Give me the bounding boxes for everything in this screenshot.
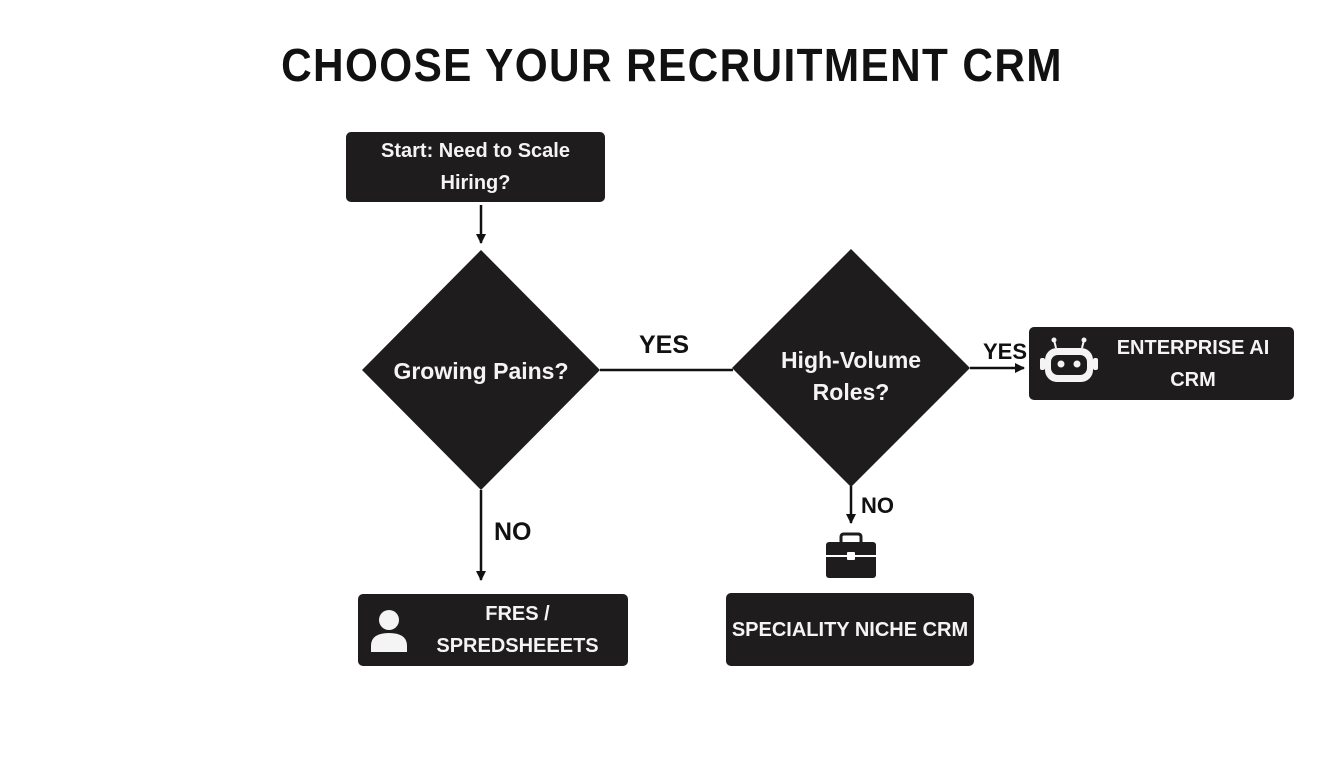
free-node-label: FRES / SPREDSHEEETS xyxy=(436,603,599,657)
no-label-growing: NO xyxy=(494,518,532,546)
diagram-title: CHOOSE YOUR RECRUITMENT CRM xyxy=(281,39,1063,91)
enterprise-node-label: ENTERPRISE AI CRM xyxy=(1116,336,1270,391)
start-node-label: Start: Need to Scale Hiring? xyxy=(381,140,570,194)
high-volume-label: High-Volume Roles? xyxy=(780,347,922,405)
free-node xyxy=(358,594,628,666)
niche-node xyxy=(726,593,974,666)
start-node xyxy=(346,132,605,202)
growing-pains-decision xyxy=(362,250,600,490)
high-volume-decision xyxy=(732,249,970,487)
niche-node-label: SPECIALITY NICHE CRM xyxy=(731,618,969,641)
yes-label-volume: YES xyxy=(983,339,1028,364)
person-icon xyxy=(371,610,407,652)
briefcase-icon xyxy=(826,532,876,578)
no-label-volume: NO xyxy=(861,493,894,518)
robot-icon xyxy=(1040,337,1098,382)
yes-label-growing: YES xyxy=(639,331,690,359)
growing-pains-label: Growing Pains? xyxy=(393,358,569,384)
enterprise-node xyxy=(1029,327,1294,400)
